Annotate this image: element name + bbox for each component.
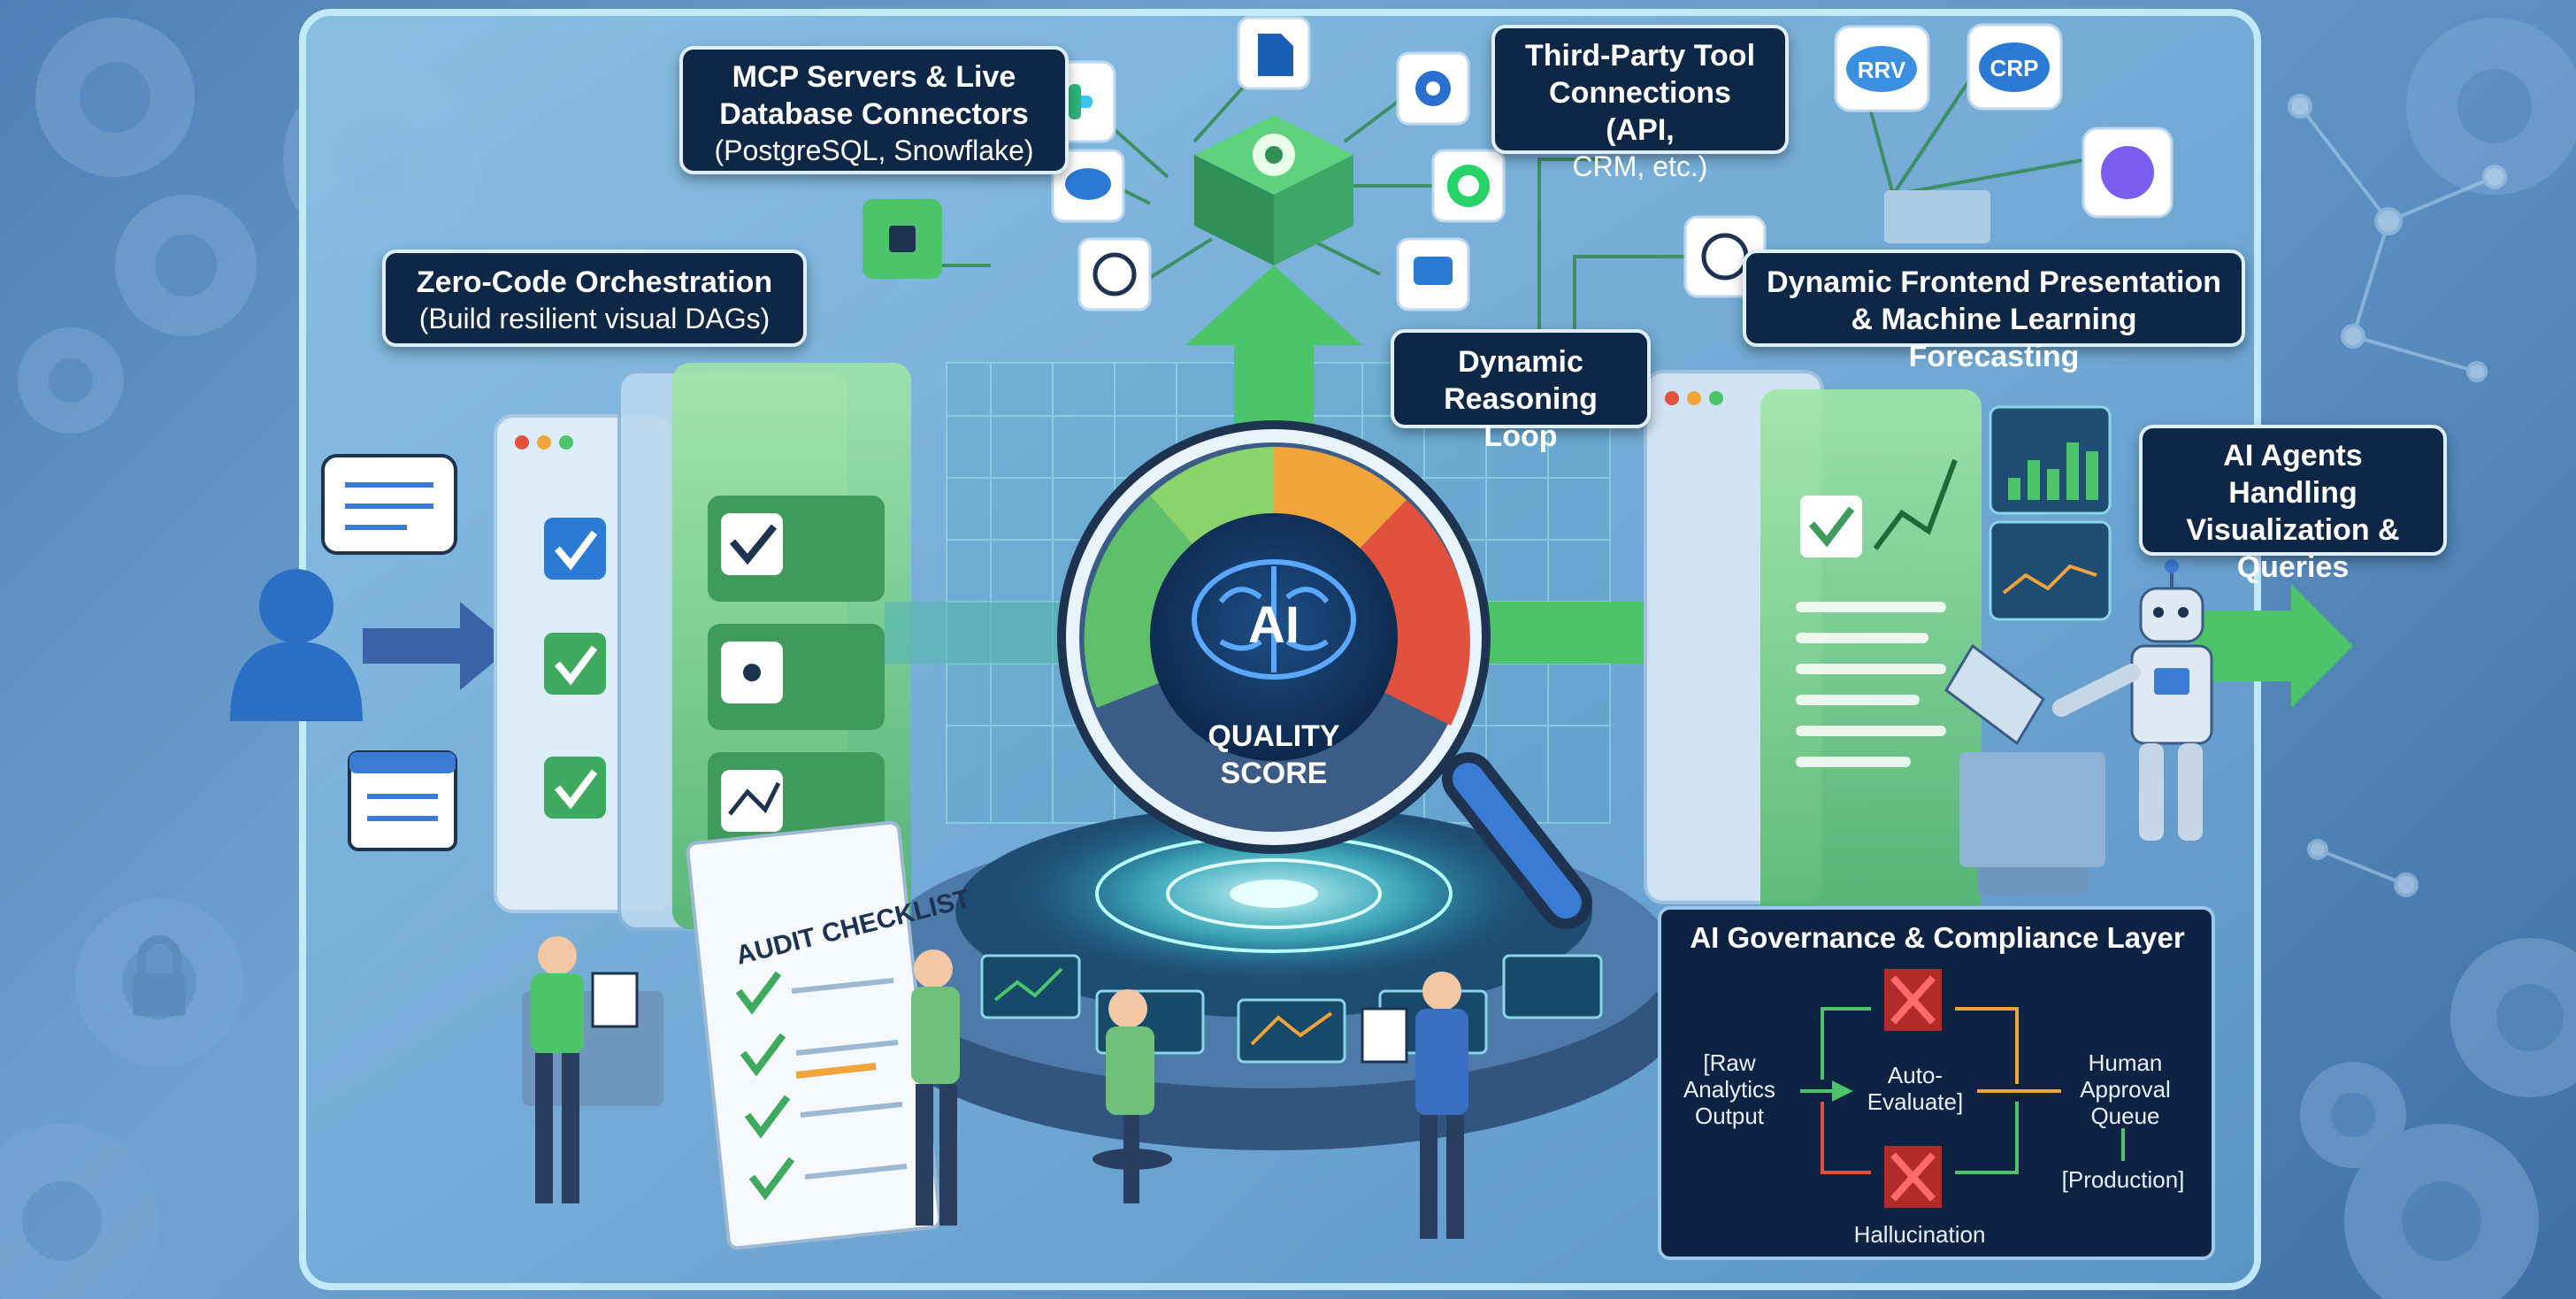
server-box [1884,190,1990,243]
flow-auto-evaluate: Auto- Evaluate] [1853,1062,1977,1115]
trend-line [1873,458,1958,550]
app-badge-rrv: RRV [1834,25,1930,112]
hub-cube [1194,115,1353,265]
flow-human-approval: Human Approval Queue [2061,1049,2189,1129]
callout-line: Queries [2236,550,2350,584]
lock-icon [133,935,186,1016]
people [522,936,1468,1239]
user-icon [230,569,363,721]
table-icon [348,750,457,851]
rrv-label: RRV [1858,57,1906,83]
flow-hallucination: Hallucination [1853,1221,1986,1248]
checkbox-icon [544,518,606,580]
network-graph [2288,94,2507,897]
app-icons: RRV CRP [862,16,2174,311]
callout-dynamic-frontend: Dynamic Frontend Presentation & Machine … [1743,250,2245,373]
governance-title: AI Governance & Compliance Layer [1690,921,2185,954]
callout-line: (PostgreSQL, Snowflake) [714,135,1034,166]
person-icon [911,949,960,1226]
gear-icon [18,327,124,434]
flow-text-line: Evaluate] [1867,1088,1964,1115]
flow-text-line: Auto- [1887,1062,1944,1088]
callout-line: MCP Servers & Live [732,60,1016,94]
callout-reasoning-loop: Dynamic Reasoning Loop [1391,329,1651,453]
callout-line: CRM, etc.) [1572,150,1708,182]
callout-line: Database Connectors [719,97,1029,131]
flow-text-line: Queue [2090,1103,2160,1129]
check-item-icon [708,496,885,602]
crp-label: CRP [1990,55,2039,81]
flow-text-line: Human [2088,1049,2163,1076]
checkbox-icon [1800,496,1862,557]
connector-lines [918,51,2089,372]
callout-line: AI Agents Handling [2223,439,2363,510]
callout-line: (Build resilient visual DAGs) [418,303,770,334]
chat-icon [1051,149,1125,223]
whatsapp-icon [1431,149,1506,223]
callout-line: Third-Party Tool [1524,39,1756,73]
frontend-panels [1644,370,2112,938]
callout-line: Reasoning Loop [1444,382,1598,453]
gauge-label-score: SCORE [1221,757,1328,790]
gear-icon [2300,1062,2406,1168]
callout-line: Zero-Code Orchestration [416,265,773,299]
audit-checklist [686,820,942,1250]
graph-item-icon [708,624,885,730]
line-chart-card [1989,520,2112,621]
input-arrow [363,602,513,690]
app-badge-crp: CRP [1966,23,2063,111]
callout-zero-code: Zero-Code Orchestration (Build resilient… [382,250,807,347]
flow-text-line: Analytics [1683,1076,1776,1103]
gauge-label-quality: QUALITY [1208,719,1340,753]
callout-line: Visualization & [2186,513,2400,547]
callout-third-party: Third-Party Tool Connections (API, CRM, … [1491,25,1789,182]
person-icon [1361,972,1468,1239]
flow-text-line: Approval [2080,1076,2171,1103]
openai-icon [1077,237,1152,311]
chat-bubble-icon [321,454,457,555]
flow-production: [Production] [2061,1166,2185,1193]
lock-icon [862,199,942,279]
callout-line: Dynamic [1458,345,1583,379]
gear-icon [2450,938,2576,1097]
flow-raw-output: [Raw Analytics Output [1663,1049,1796,1129]
person-icon [522,936,663,1203]
gear-icon [35,18,195,177]
callout-line: Connections (API, [1549,76,1731,147]
gear-icon [1253,134,1295,176]
brain-icon [1192,559,1356,680]
callout-line: & Machine Learning Forecasting [1851,303,2137,373]
callout-mcp-servers: MCP Servers & Live Database Connectors (… [679,46,1069,174]
callout-ai-agents: AI Agents Handling Visualization & Queri… [2139,425,2447,584]
callout-line: Dynamic Frontend Presentation [1767,265,2221,299]
gauge-center-text: AI [1248,596,1300,654]
gear-icon [1396,51,1470,126]
quality-gauge [1057,420,1592,929]
gear-icon [0,1124,159,1299]
orchestration-panels [494,363,911,931]
robot-agent-icon [1944,559,2213,894]
gear-icon [115,195,257,336]
checkbox-icon [544,633,606,695]
flow-text-line: Output [1694,1103,1765,1129]
gear-icon [2344,1124,2539,1299]
flow-text-line: [Raw [1703,1049,1756,1076]
message-icon [1396,237,1470,311]
check-icon [735,971,795,1201]
gear-icon [2406,18,2576,195]
checkbox-icon [544,757,606,819]
messenger-icon [2082,127,2174,219]
document-icon [1237,16,1311,90]
person-icon [1092,989,1172,1203]
